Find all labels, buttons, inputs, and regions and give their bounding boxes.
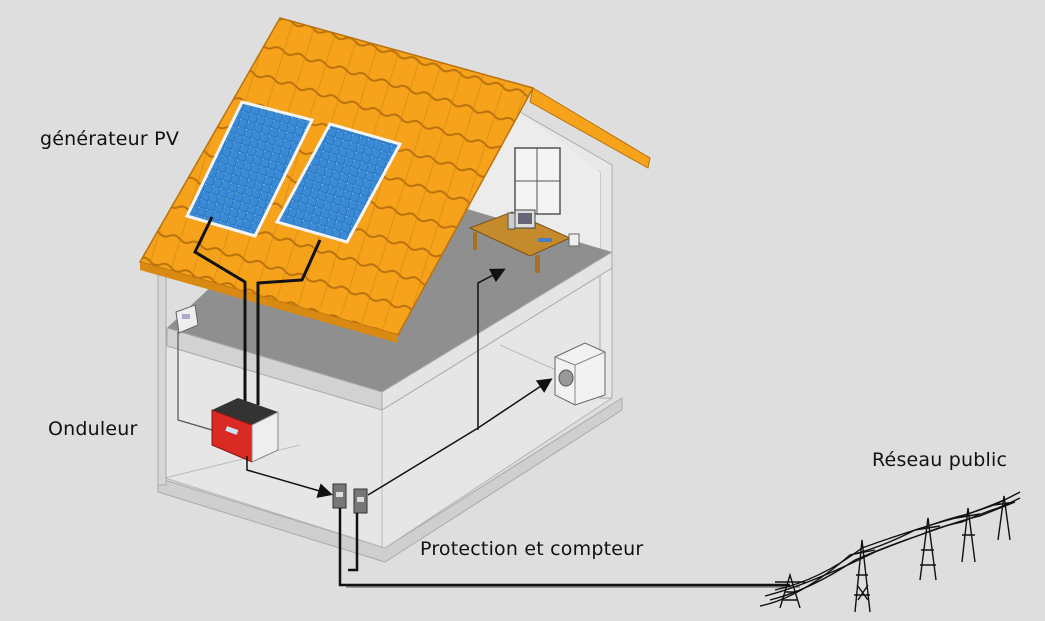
pv-panel-2: [274, 122, 403, 244]
pv-generator-label: générateur PV: [40, 128, 180, 150]
grid-cable: [338, 508, 790, 587]
monitoring-box-icon: [175, 304, 199, 334]
grid-cable-2: [348, 513, 359, 572]
floor-edge-right: [381, 251, 613, 411]
public-grid-label: Réseau public: [872, 449, 1008, 471]
dc-cable-2: [256, 239, 322, 405]
wall-socket-icon: [568, 233, 580, 247]
desk-computer-icon: [468, 209, 572, 273]
protection-meter-label: Protection et compteur: [420, 538, 644, 560]
meter-to-upper-floor-line: [477, 268, 506, 430]
inverter-icon: [211, 398, 279, 463]
pv-panel-1: [184, 100, 315, 238]
inverter-to-meter-line: [246, 456, 333, 498]
left-wall: [157, 269, 167, 486]
dc-cable-1: [193, 216, 247, 405]
monitoring-cable: [177, 332, 213, 431]
washing-machine-icon: [554, 342, 606, 406]
power-line-towers-icon: [759, 491, 1021, 613]
inverter-label: Onduleur: [48, 418, 138, 440]
window-icon: [514, 147, 561, 215]
